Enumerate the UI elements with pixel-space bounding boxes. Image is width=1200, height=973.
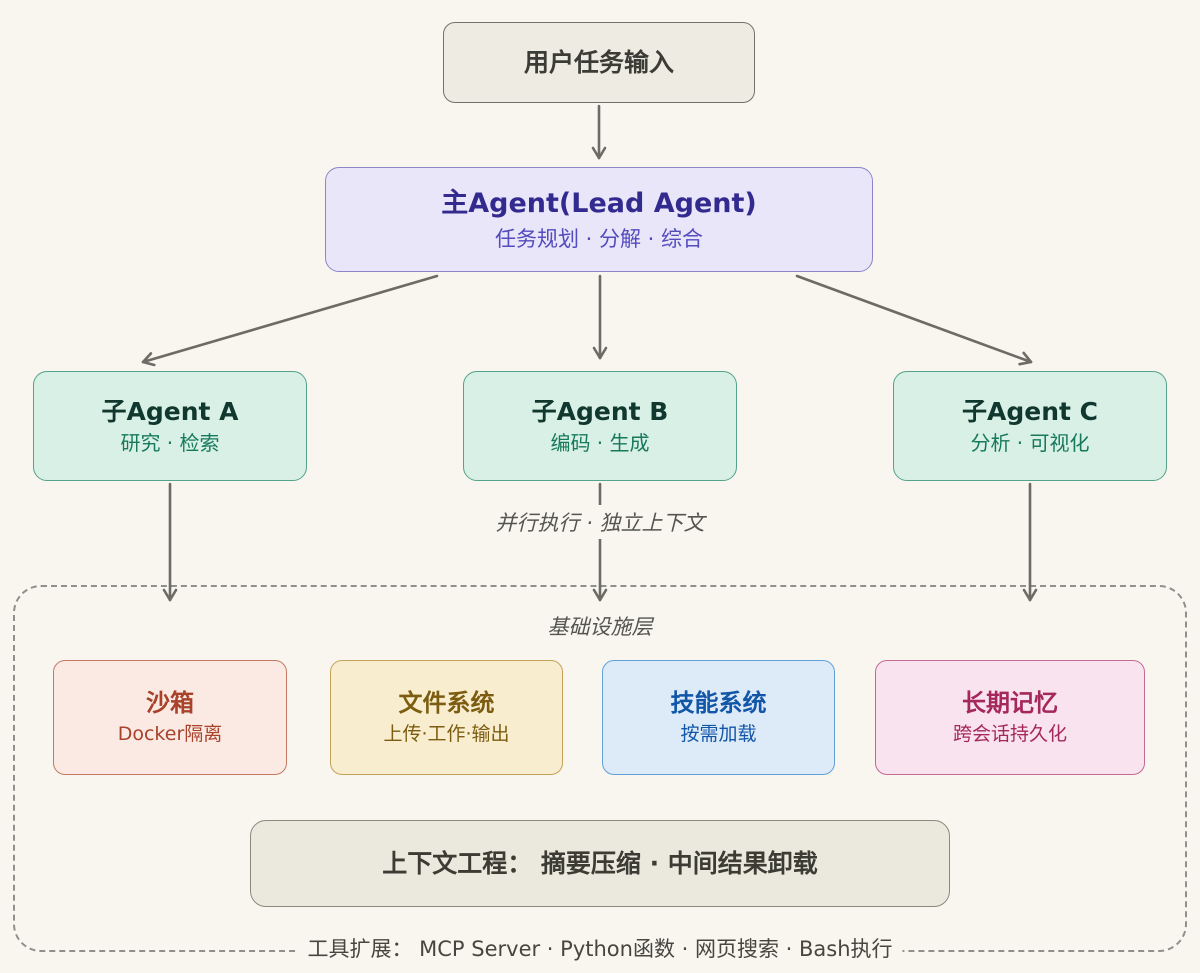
lead-agent-node: 主Agent(Lead Agent) 任务规划 · 分解 · 综合	[325, 167, 873, 272]
filesystem-subtitle: 上传·工作·输出	[383, 722, 510, 745]
long-term-memory-subtitle: 跨会话持久化	[952, 722, 1067, 745]
long-term-memory-node: 长期记忆 跨会话持久化	[875, 660, 1145, 775]
sub-agent-a-subtitle: 研究 · 检索	[120, 431, 220, 456]
sub-agent-a-node: 子Agent A 研究 · 检索	[33, 371, 307, 481]
arrow-lead-to-sub-c	[795, 274, 1033, 366]
sub-agent-a-title: 子Agent A	[101, 396, 239, 426]
context-engineering-node: 上下文工程： 摘要压缩 · 中间结果卸载	[250, 820, 950, 907]
user-task-input-node: 用户任务输入	[443, 22, 755, 103]
parallel-execution-note: 并行执行 · 独立上下文	[485, 505, 715, 539]
sandbox-title: 沙箱	[146, 689, 194, 718]
skills-system-subtitle: 按需加载	[680, 722, 757, 745]
lead-agent-subtitle: 任务规划 · 分解 · 综合	[494, 226, 704, 251]
infrastructure-layer-label: 基础设施层	[537, 609, 663, 643]
filesystem-node: 文件系统 上传·工作·输出	[330, 660, 563, 775]
sub-agent-b-subtitle: 编码 · 生成	[550, 431, 650, 456]
sub-agent-b-node: 子Agent B 编码 · 生成	[463, 371, 737, 481]
sub-agent-c-title: 子Agent C	[962, 396, 1098, 426]
lead-agent-title: 主Agent(Lead Agent)	[441, 188, 757, 220]
filesystem-title: 文件系统	[398, 689, 495, 718]
user-task-input-label: 用户任务输入	[523, 47, 674, 77]
sub-agent-c-subtitle: 分析 · 可视化	[970, 431, 1090, 456]
sandbox-subtitle: Docker隔离	[117, 722, 223, 745]
tools-extension-note: 工具扩展： MCP Server · Python函数 · 网页搜索 · Bas…	[297, 931, 903, 965]
long-term-memory-title: 长期记忆	[962, 689, 1058, 718]
sub-agent-b-title: 子Agent B	[531, 396, 669, 426]
arrow-lead-to-sub-a	[141, 274, 439, 367]
context-engineering-label: 上下文工程： 摘要压缩 · 中间结果卸载	[382, 848, 818, 878]
sub-agent-c-node: 子Agent C 分析 · 可视化	[893, 371, 1167, 481]
skills-system-title: 技能系统	[670, 689, 767, 718]
skills-system-node: 技能系统 按需加载	[602, 660, 835, 775]
sandbox-node: 沙箱 Docker隔离	[53, 660, 287, 775]
